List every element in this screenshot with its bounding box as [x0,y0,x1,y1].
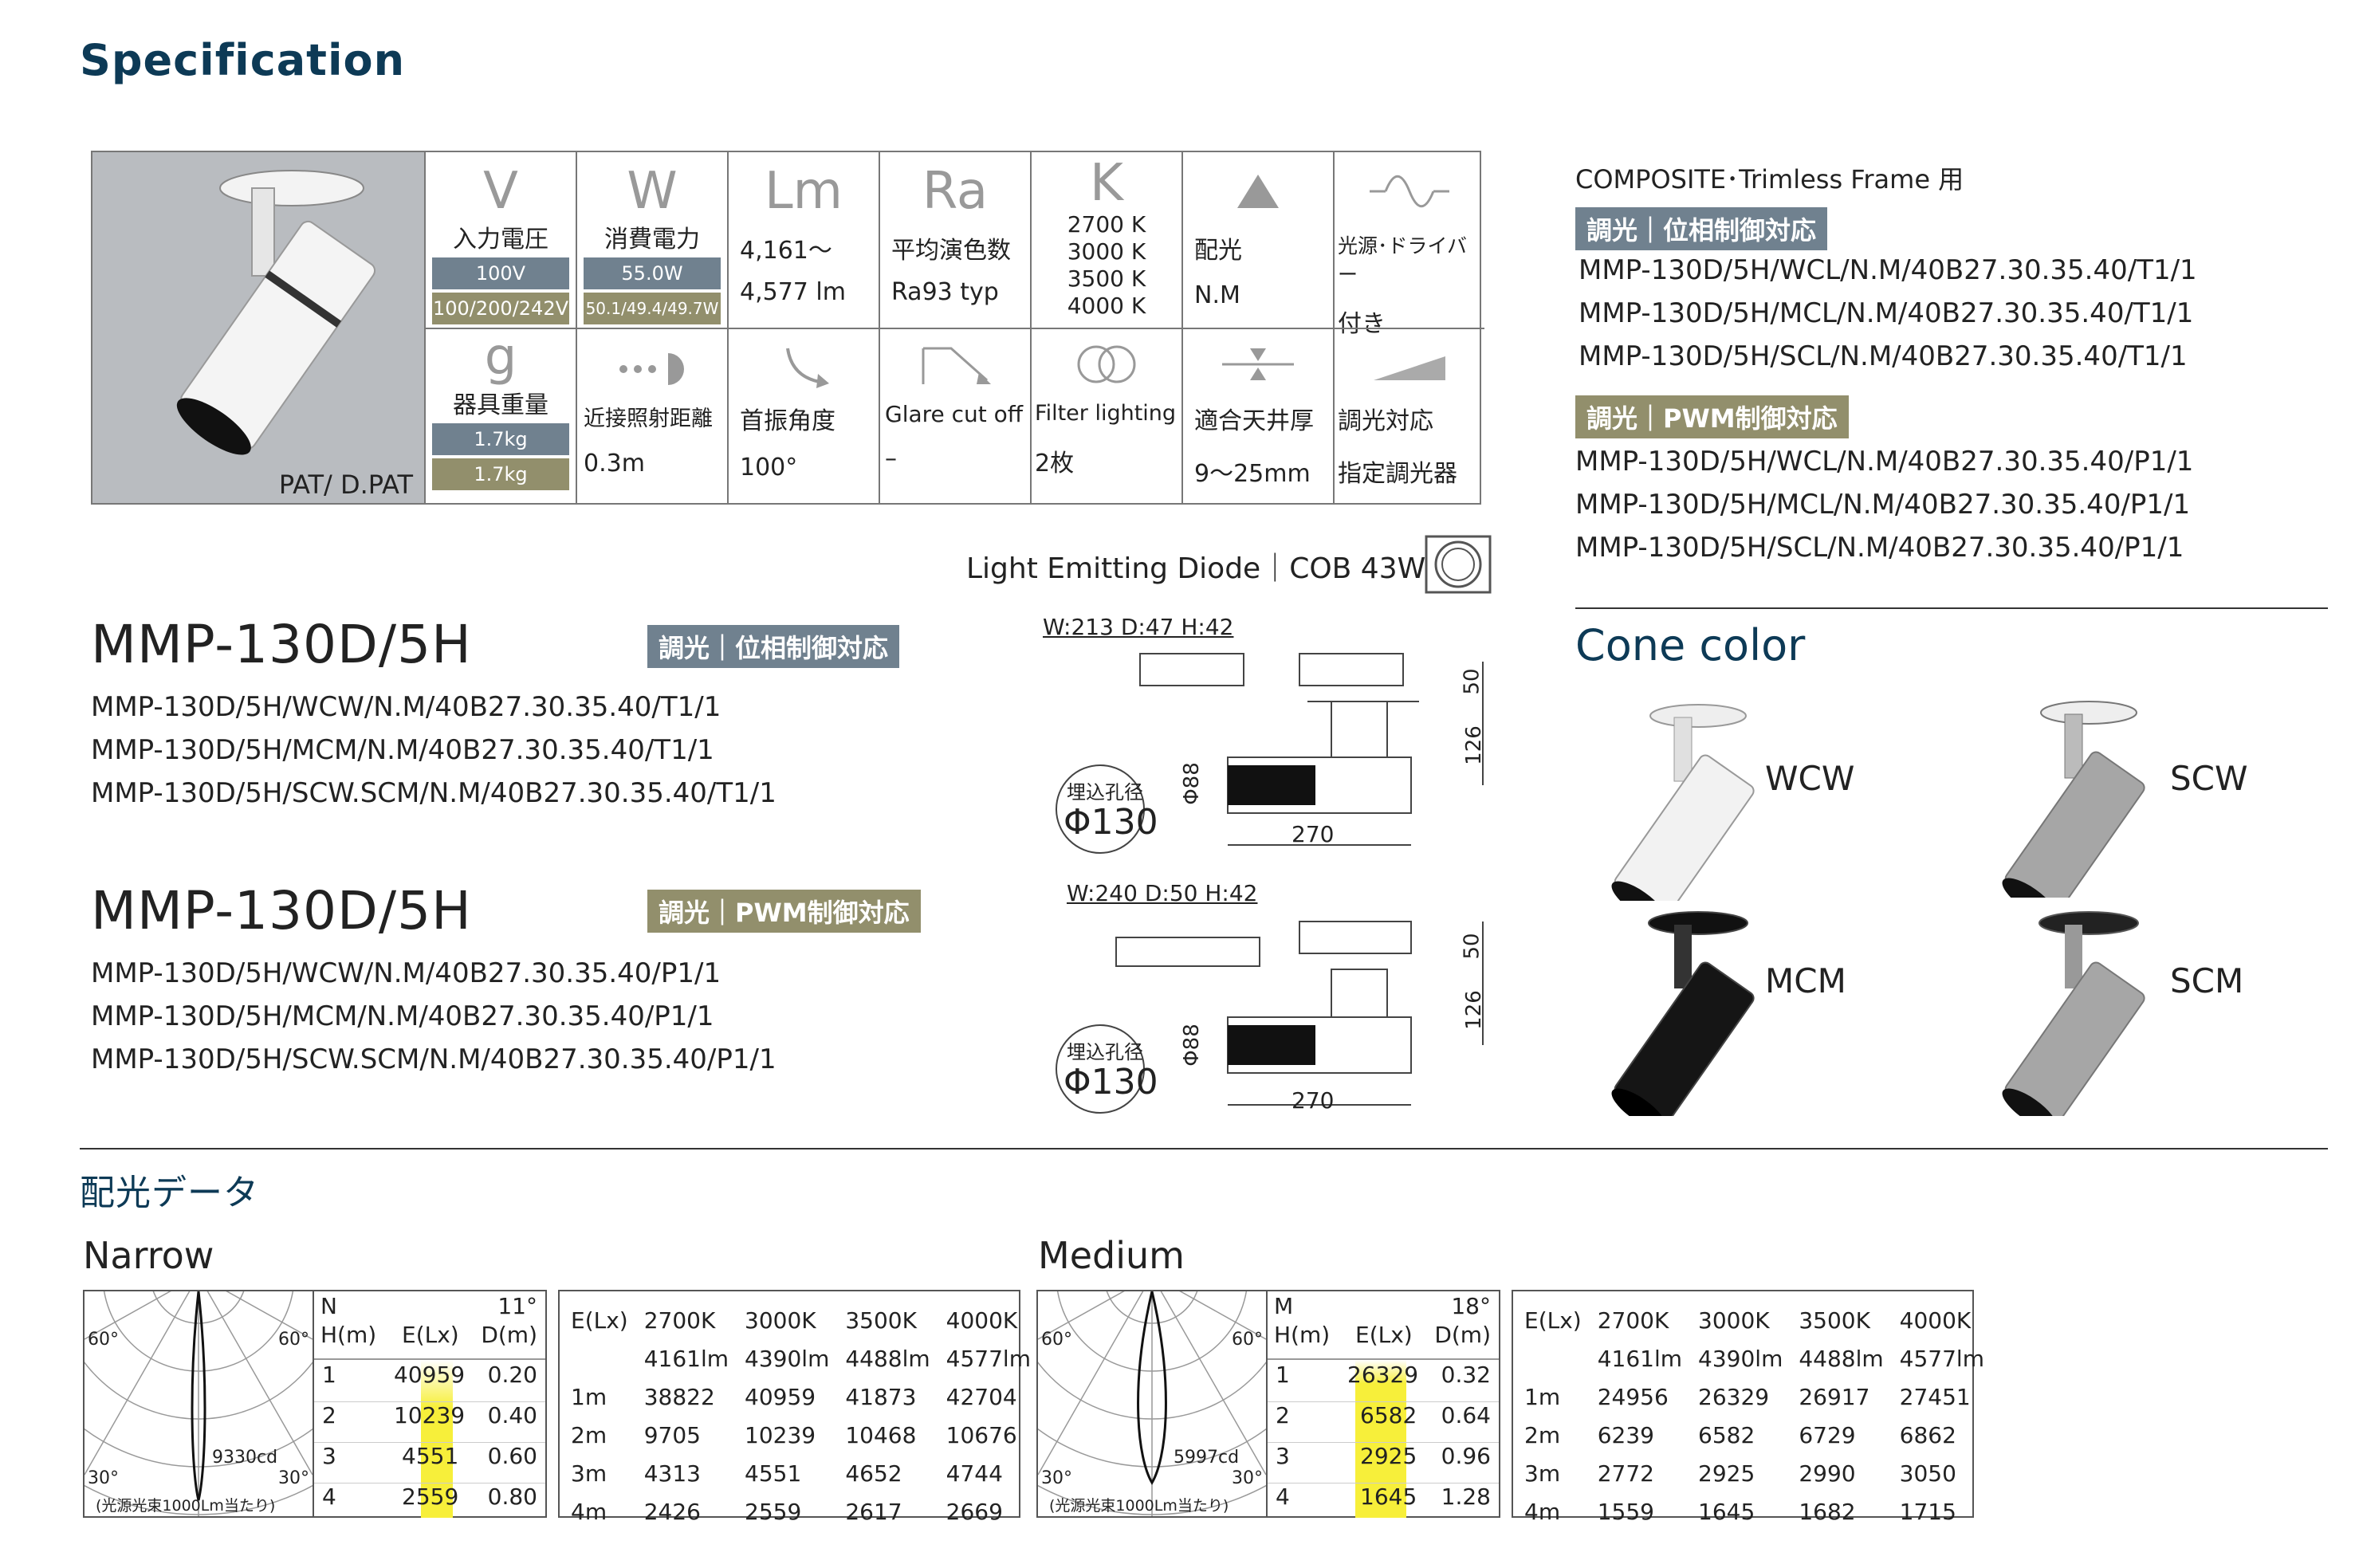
list-item: MMP-130D/5H/WCL/N.M/40B27.30.35.40/P1/1 [1575,446,2194,477]
spec-filter: Filter lighting 2枚 [1030,328,1181,503]
spec-swing-angle: 首振角度 100° [727,328,879,503]
list-item: MMP-130D/5H/SCW.SCM/N.M/40B27.30.35.40/P… [91,1043,776,1075]
cone-scm-label: SCM [2170,961,2244,1000]
led-label: Light Emitting Diode｜COB 43W [966,552,1426,585]
spec-driver: 光源･ドライバー 付き [1333,152,1484,338]
spec-power: W 消費電力 55.0W 50.1/49.4/49.7W [576,152,727,328]
spec-dimming: 調光対応 指定調光器 [1333,328,1484,503]
cone-mcm-label: MCM [1765,961,1846,1000]
model-title-2: MMP-130D/5H [91,880,472,941]
spec-kelvin: K 2700 K 3000 K 3500 K 4000 K [1030,152,1181,328]
list-item: MMP-130D/5H/WCL/N.M/40B27.30.35.40/T1/1 [1579,254,2197,286]
narrow-title: Narrow [83,1234,214,1277]
dimension-drawing-2: W:240 D:50 H:42 50 126 Φ88 埋込孔径 Φ130 270 [1036,874,1515,1145]
composite-badge-pwm: 調光｜PWM制御対応 [1575,395,1849,438]
dimension-drawing-1: W:213 D:47 H:42 50 126 Φ88 埋込孔径 Φ130 270 [1036,606,1515,877]
medium-polar-chart: 60° 60° 30° 30° 5997cd (光源光束1000Lm当たり) [912,1036,1392,1518]
filter-icon [1077,345,1136,383]
divider [80,1148,2328,1149]
model-badge-2: 調光｜PWM制御対応 [647,890,921,933]
list-item: MMP-130D/5H/SCL/N.M/40B27.30.35.40/P1/1 [1575,532,2184,564]
spec-glare-cutoff: Glare cut off – [879,328,1030,503]
model-badge-1: 調光｜位相制御対応 [647,625,900,668]
spec-distribution: 配光 N.M [1181,152,1333,328]
cone-wcw-label: WCW [1765,759,1855,798]
composite-title: COMPOSITE･Trimless Frame 用 [1575,164,1964,195]
waveform-icon [1370,175,1449,208]
spec-weight: g 器具重量 1.7kg 1.7kg [424,328,576,503]
model-list-2: MMP-130D/5H/WCW/N.M/40B27.30.35.40/P1/1 … [91,952,776,1081]
model-title-1: MMP-130D/5H [91,614,472,675]
list-item: MMP-130D/5H/SCL/N.M/40B27.30.35.40/T1/1 [1579,340,2188,372]
product-photo: PAT/ D.PAT [92,152,424,503]
spec-ceiling-thickness: 適合天井厚 9～25mm [1181,328,1333,503]
list-item: MMP-130D/5H/WCW/N.M/40B27.30.35.40/T1/1 [91,691,721,723]
list-item: MMP-130D/5H/MCL/N.M/40B27.30.35.40/T1/1 [1579,297,2194,329]
cone-scw-image [2002,701,2145,898]
cone-scw-label: SCW [2170,759,2248,798]
narrow-polar-chart: 60° 60° 30° 30° 9330cd (光源光束1000Lm当たり) [0,1036,438,1518]
list-item: MMP-130D/5H/WCW/N.M/40B27.30.35.40/P1/1 [91,957,721,989]
ceiling-icon [1222,348,1294,380]
cone-title: Cone color [1575,620,1806,670]
list-item: MMP-130D/5H/MCM/N.M/40B27.30.35.40/T1/1 [91,734,714,766]
glare-cut-icon [922,347,991,384]
rotate-arrow-icon [786,348,829,388]
spec-table: PAT/ D.PAT V 入力電圧 100V 100/200/242V W 消費… [91,151,1484,505]
spec-lumen: Lm 4,161～ 4,577 lm [727,152,879,328]
cone-scm-image [2002,911,2145,1116]
divider [1575,607,2328,609]
list-item: MMP-130D/5H/MCL/N.M/40B27.30.35.40/P1/1 [1575,489,2191,521]
composite-badge-phase: 調光｜位相制御対応 [1575,207,1828,250]
model-list-1: MMP-130D/5H/WCW/N.M/40B27.30.35.40/T1/1 … [91,686,776,815]
cone-mcm-image [1611,911,1755,1116]
cob-chip-icon [1422,532,1494,599]
triangle-icon [1237,175,1279,208]
cone-wcw-image [1611,704,1755,901]
composite-list-phase: MMP-130D/5H/WCL/N.M/40B27.30.35.40/T1/1 … [1579,249,2197,378]
spotlight-illustration [176,170,376,455]
list-item: MMP-130D/5H/SCW.SCM/N.M/40B27.30.35.40/T… [91,777,776,809]
spec-voltage: V 入力電圧 100V 100/200/242V [424,152,576,328]
moon-icon [619,353,684,385]
spec-near-distance: 近接照射距離 0.3m [576,328,727,503]
spec-ra: Ra 平均演色数 Ra93 typ [879,152,1030,328]
list-item: MMP-130D/5H/MCM/N.M/40B27.30.35.40/P1/1 [91,1000,714,1032]
medium-title: Medium [1038,1234,1185,1277]
composite-list-pwm: MMP-130D/5H/WCL/N.M/40B27.30.35.40/P1/1 … [1575,440,2193,569]
dimming-ramp-icon [1374,356,1445,380]
photo-caption: PAT/ D.PAT [278,470,413,500]
spec-title: Specification [80,35,406,85]
light-title: 配光データ [80,1173,259,1213]
